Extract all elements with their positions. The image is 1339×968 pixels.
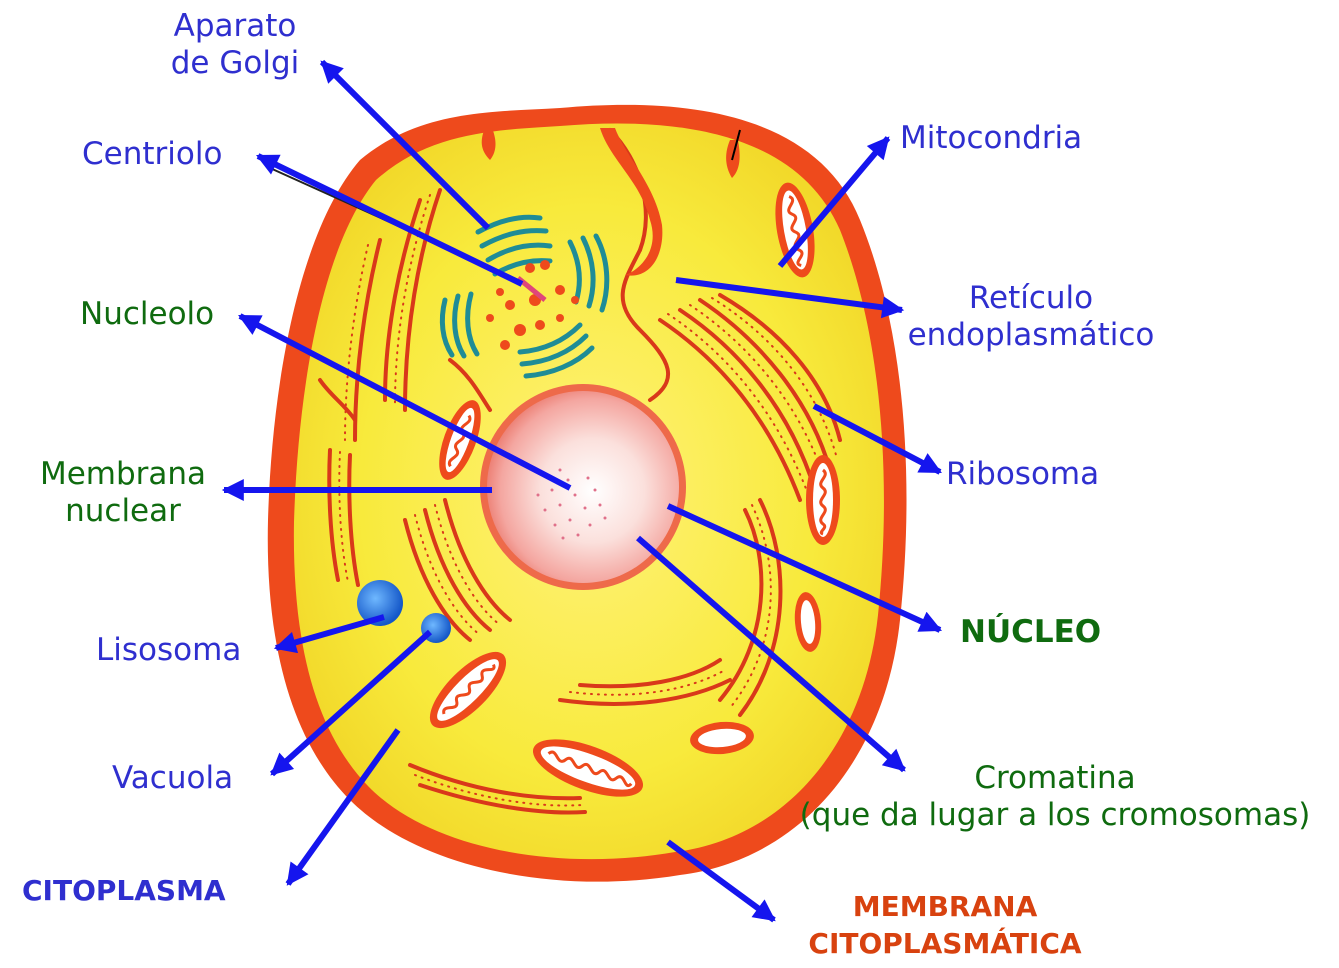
label-reticulo-line2: endoplasmático xyxy=(896,317,1166,354)
label-vacuola: Vacuola xyxy=(112,760,233,797)
label-cromatina-line2: (que da lugar a los cromosomas) xyxy=(780,797,1330,834)
label-nucleolo: Nucleolo xyxy=(80,296,214,333)
label-cromatina-line1: Cromatina xyxy=(780,760,1330,797)
label-lisosoma: Lisosoma xyxy=(96,632,241,669)
label-reticulo: Retículo endoplasmático xyxy=(896,280,1166,354)
label-mitocondria: Mitocondria xyxy=(900,120,1082,157)
label-nucleo: NÚCLEO xyxy=(960,614,1101,651)
label-ribosoma: Ribosoma xyxy=(946,456,1099,493)
label-golgi-line1: Aparato xyxy=(160,8,310,45)
label-golgi: Aparato de Golgi xyxy=(160,8,310,82)
label-membrana-nuclear-line1: Membrana xyxy=(30,456,216,493)
label-reticulo-line1: Retículo xyxy=(896,280,1166,317)
label-cromatina: Cromatina (que da lugar a los cromosomas… xyxy=(780,760,1330,834)
label-citoplasma: CITOPLASMA xyxy=(22,872,226,909)
nucleus xyxy=(480,384,686,590)
label-golgi-line2: de Golgi xyxy=(160,45,310,82)
label-membrana-citoplasmatica: MEMBRANA CITOPLASMÁTICA xyxy=(780,888,1110,962)
label-membrana-nuclear: Membrana nuclear xyxy=(30,456,216,530)
label-centriolo: Centriolo xyxy=(82,136,222,173)
label-membrana-nuclear-line2: nuclear xyxy=(30,493,216,530)
label-membrana-cito-line2: CITOPLASMÁTICA xyxy=(780,925,1110,962)
label-membrana-cito-line1: MEMBRANA xyxy=(780,888,1110,925)
